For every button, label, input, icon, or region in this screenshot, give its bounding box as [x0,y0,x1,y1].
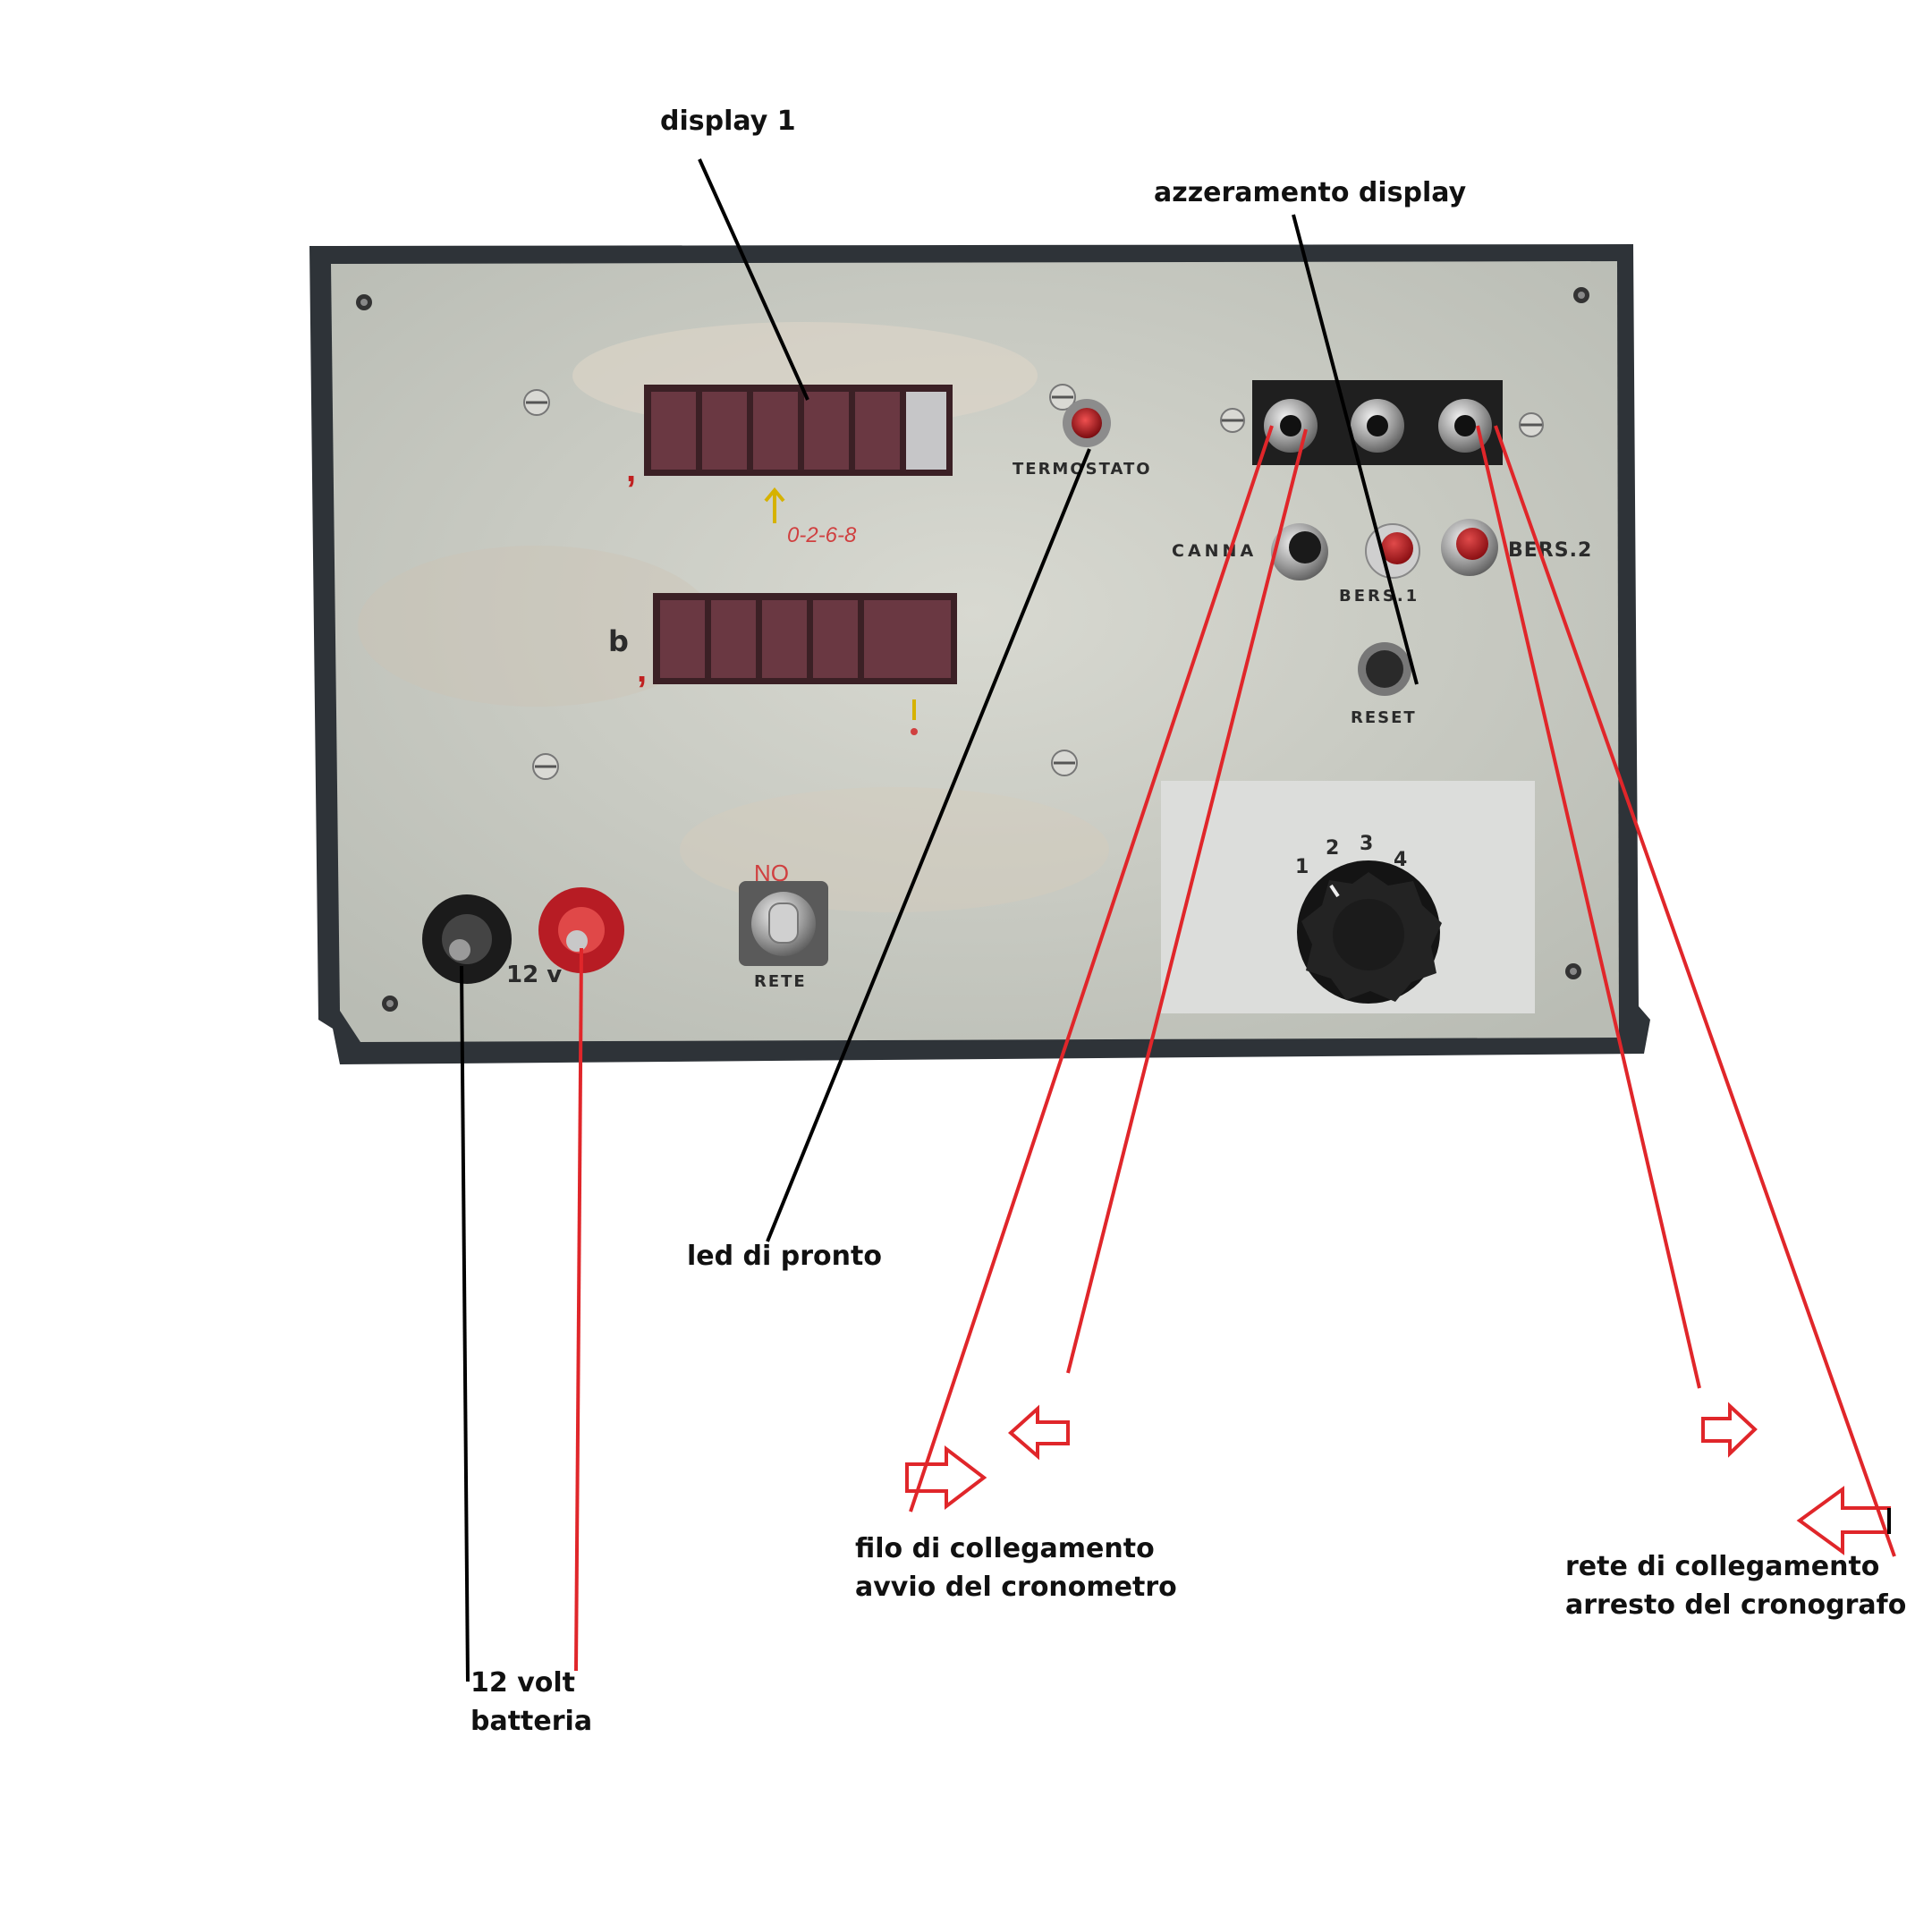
callout-line: 12 volt [470,1667,575,1699]
pointer-azzeramento [1292,214,1419,685]
reset-button[interactable] [1358,642,1411,696]
selector-position-label: 1 [1295,856,1309,878]
screw-icon [1049,384,1076,411]
callout-line: rete di collegamento [1565,1551,1880,1582]
arrow-outline-icon [905,1445,987,1511]
callout-line: filo di collegamento [855,1533,1155,1564]
reset-label: RESET [1351,708,1417,727]
jack-socket-icon [1438,399,1492,453]
selector-position-label: 3 [1360,833,1373,855]
led-indicator [1063,399,1111,447]
comma-mark-2: , [637,650,647,690]
screw-icon [523,389,550,416]
arrow-up-mark [764,487,785,523]
bers1-label: BERS.1 [1339,587,1419,606]
toggle-switch-icon[interactable] [739,881,828,966]
arrow-outline-icon [1796,1486,1891,1555]
bers2-button[interactable] [1441,519,1498,576]
jack-socket-icon [1351,399,1404,453]
rotary-knob-icon[interactable] [1297,860,1442,1004]
callout-display-1: display 1 [660,106,796,137]
screw-icon [1565,963,1581,979]
callout-azzeramento-display: azzeramento display [1154,177,1467,208]
callout-12-volt-batteria: 12 volt batteria [470,1664,592,1741]
voltage-label: 12 v [506,962,562,988]
jack-socket-strip [1252,380,1503,465]
pointer-led [766,448,1091,1242]
screw-icon [1051,750,1078,776]
callout-filo-collegamento: filo di collegamento avvio del cronometr… [855,1530,1177,1606]
pointer-display-1 [698,158,809,401]
screw-icon [1220,408,1245,433]
black-binding-post[interactable] [422,894,512,984]
callout-rete-collegamento: rete di collegamento arresto del cronogr… [1565,1547,1906,1624]
canna-label: CANNA [1172,541,1257,561]
selector-position-label: 2 [1326,837,1339,860]
callout-led-di-pronto: led di pronto [687,1241,882,1272]
red-wire-lines [574,425,1896,1672]
screw-icon [1573,287,1589,303]
screw-icon [382,996,398,1012]
arrow-outline-icon [1701,1402,1758,1458]
screw-icon [1519,412,1544,437]
canna-button[interactable] [1271,523,1328,580]
callout-line: batteria [470,1706,593,1737]
rete-label: RETE [754,972,807,991]
bers1-button[interactable] [1365,523,1420,579]
display-1 [644,385,953,476]
display-2 [653,593,957,684]
red-binding-post[interactable] [538,887,624,973]
handwritten-digits: 0-2-6-8 [787,523,857,547]
selector-position-label: 4 [1394,849,1407,871]
arrow-outline-icon [1007,1404,1070,1461]
bers2-label: BERS.2 [1508,539,1592,562]
display-b-letter: b [608,624,629,658]
selector-positions: 1 2 3 4 [1295,833,1407,878]
callout-line: arresto del cronografo [1565,1589,1907,1621]
screw-icon [356,294,372,310]
on-mark: ON [754,860,789,886]
screw-icon [532,753,559,780]
pointer-black-post [460,965,470,1682]
comma-mark-1: , [626,450,636,489]
callout-line: avvio del cronometro [855,1572,1177,1603]
